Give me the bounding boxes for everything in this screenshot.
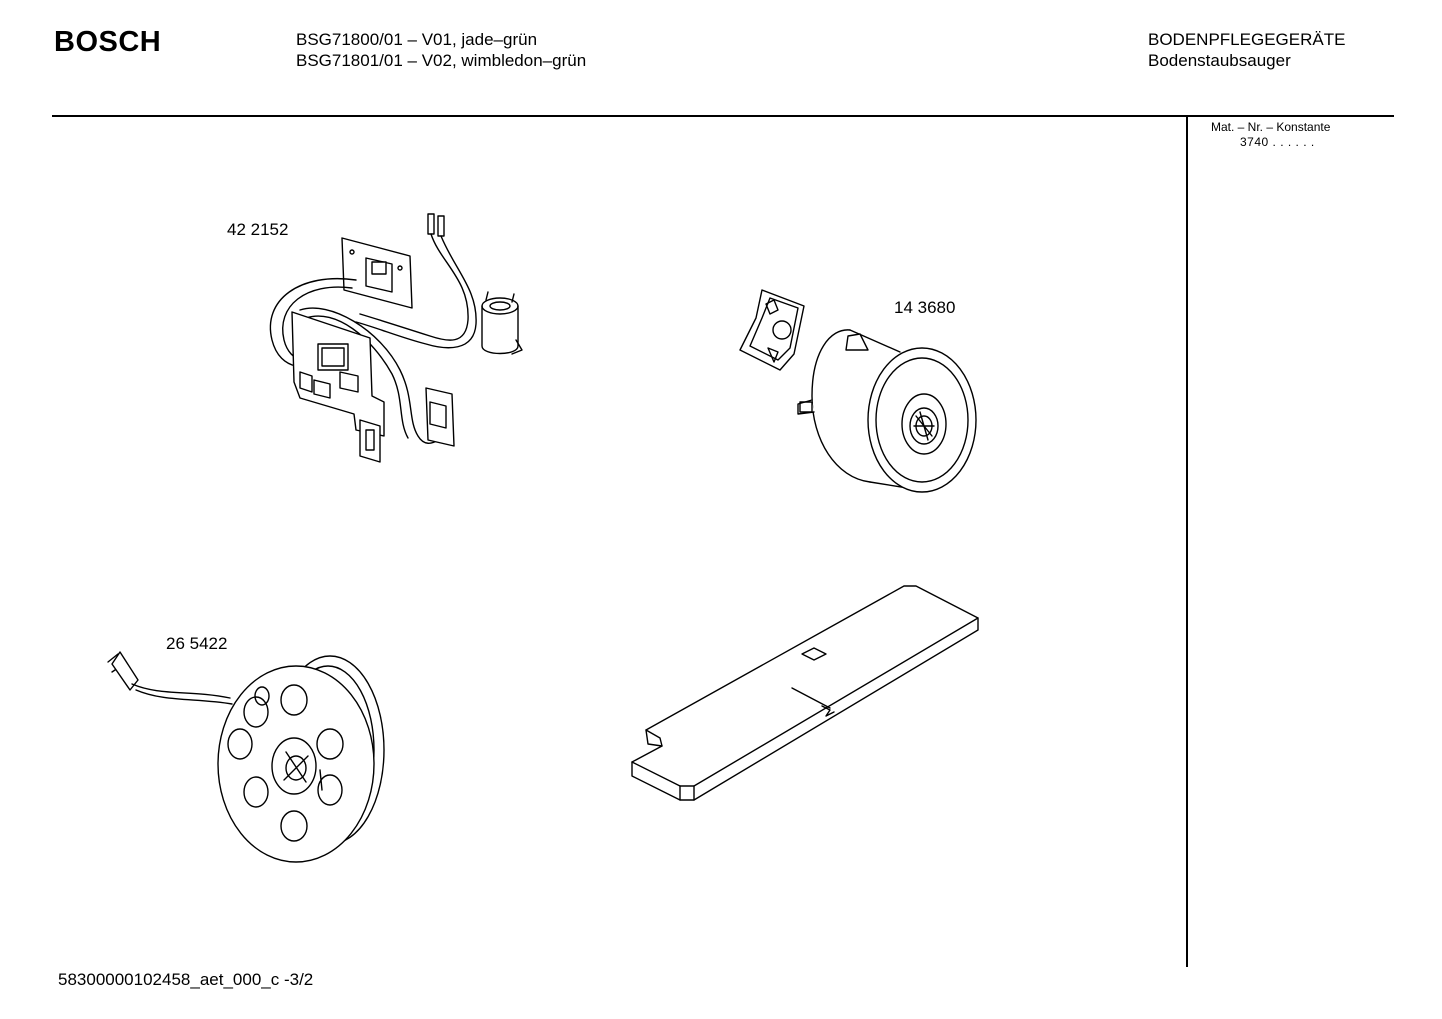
model-line-2: BSG71801/01 – V02, wimbledon–grün xyxy=(296,51,587,70)
subcategory-title: Bodenstaubsauger xyxy=(1148,51,1291,70)
bosch-logo: BOSCH xyxy=(54,26,162,58)
material-number-value: 3740 . . . . . . xyxy=(1240,135,1315,149)
part-motor-drawing[interactable] xyxy=(740,290,976,492)
part-cable-reel-drawing[interactable] xyxy=(108,652,384,862)
model-line-1: BSG71800/01 – V01, jade–grün xyxy=(296,30,538,49)
part-label-motor: 14 3680 xyxy=(894,298,956,317)
document-id: 58300000102458_aet_000_c -3/2 xyxy=(58,970,314,989)
category-title: BODENPFLEGEGERÄTE xyxy=(1148,30,1346,49)
part-label-circuit-board: 42 2152 xyxy=(227,220,289,239)
sidebar-rule xyxy=(1186,116,1188,967)
material-number-label: Mat. – Nr. – Konstante xyxy=(1211,120,1331,134)
part-insulation-plate-drawing[interactable] xyxy=(632,586,978,800)
header-rule xyxy=(52,115,1394,117)
part-label-cable-reel: 26 5422 xyxy=(166,634,228,653)
part-circuit-board-drawing[interactable] xyxy=(270,214,522,462)
